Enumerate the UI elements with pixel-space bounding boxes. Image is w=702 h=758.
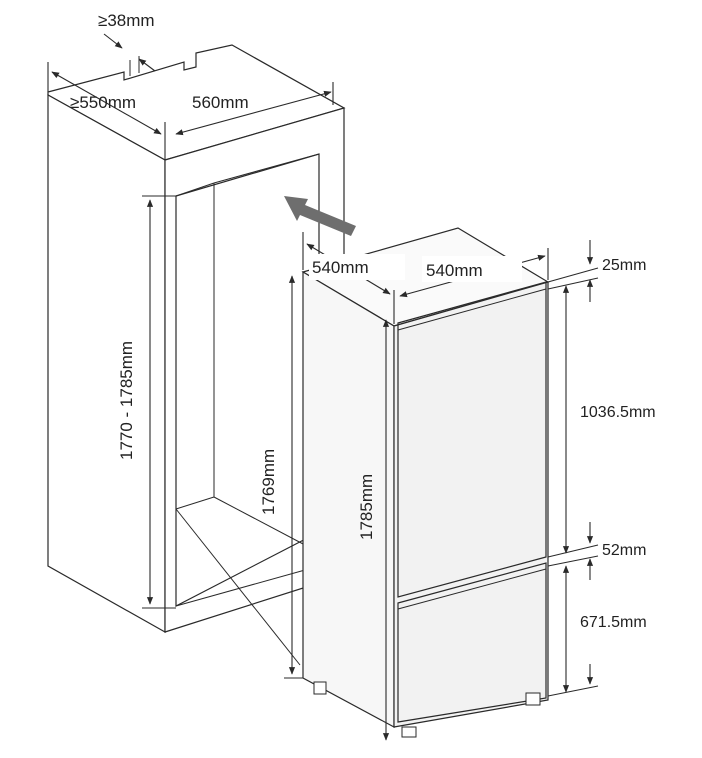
refrigerator: [301, 227, 550, 738]
label-appliance-depth: 540mm: [312, 258, 369, 277]
foot-front: [401, 726, 417, 738]
label-lower-door: 671.5mm: [580, 614, 647, 631]
label-vent-gap: ≥38mm: [98, 11, 155, 30]
label-appliance-height: 1785mm: [357, 474, 376, 540]
dim-right-ext-4: [547, 555, 599, 567]
niche-bottom-front: [175, 569, 306, 607]
niche-inner-back-top: [213, 153, 320, 184]
lower-door-outline: [397, 562, 547, 723]
fridge-front: [393, 281, 549, 728]
label-door-gap: 52mm: [602, 542, 646, 559]
dimension-labels: ≥38mm ≥550mm 560mm 1770 - 1785mm 1769mm …: [70, 11, 656, 631]
dim-vent-gap-arrow-b: [138, 58, 156, 72]
niche-inner-top-edge: [175, 182, 215, 197]
foot-right: [525, 692, 541, 706]
dim-cabinet-width-arrow: [175, 90, 332, 136]
lower-door-edge: [397, 568, 547, 610]
fridge-side: [302, 270, 395, 729]
label-appliance-width: 540mm: [426, 261, 483, 280]
vent-slot: [129, 56, 140, 76]
label-upper-door: 1036.5mm: [580, 404, 656, 421]
dimension-lines: [47, 33, 599, 741]
dim-vent-gap-arrow-a: [103, 33, 123, 49]
dim-right-ext-1: [547, 267, 599, 283]
foot-left: [313, 681, 327, 695]
dim-right-ext-5: [547, 685, 599, 697]
dim-cabinet-depth-arrow: [51, 71, 162, 135]
insert-direction-arrow: [284, 196, 356, 236]
cabinet: [47, 44, 346, 666]
dim-right-ext-3: [547, 544, 599, 558]
label-cabinet-depth: ≥550mm: [70, 93, 136, 112]
label-cabinet-width: 560mm: [192, 93, 249, 112]
label-niche-height: 1770 - 1785mm: [117, 341, 136, 460]
niche-floor-left-edge: [175, 508, 301, 666]
label-side-height: 1769mm: [259, 449, 278, 515]
label-top-gap: 25mm: [602, 257, 646, 274]
cabinet-left-side: [47, 93, 166, 634]
niche-floor-front: [175, 496, 215, 510]
